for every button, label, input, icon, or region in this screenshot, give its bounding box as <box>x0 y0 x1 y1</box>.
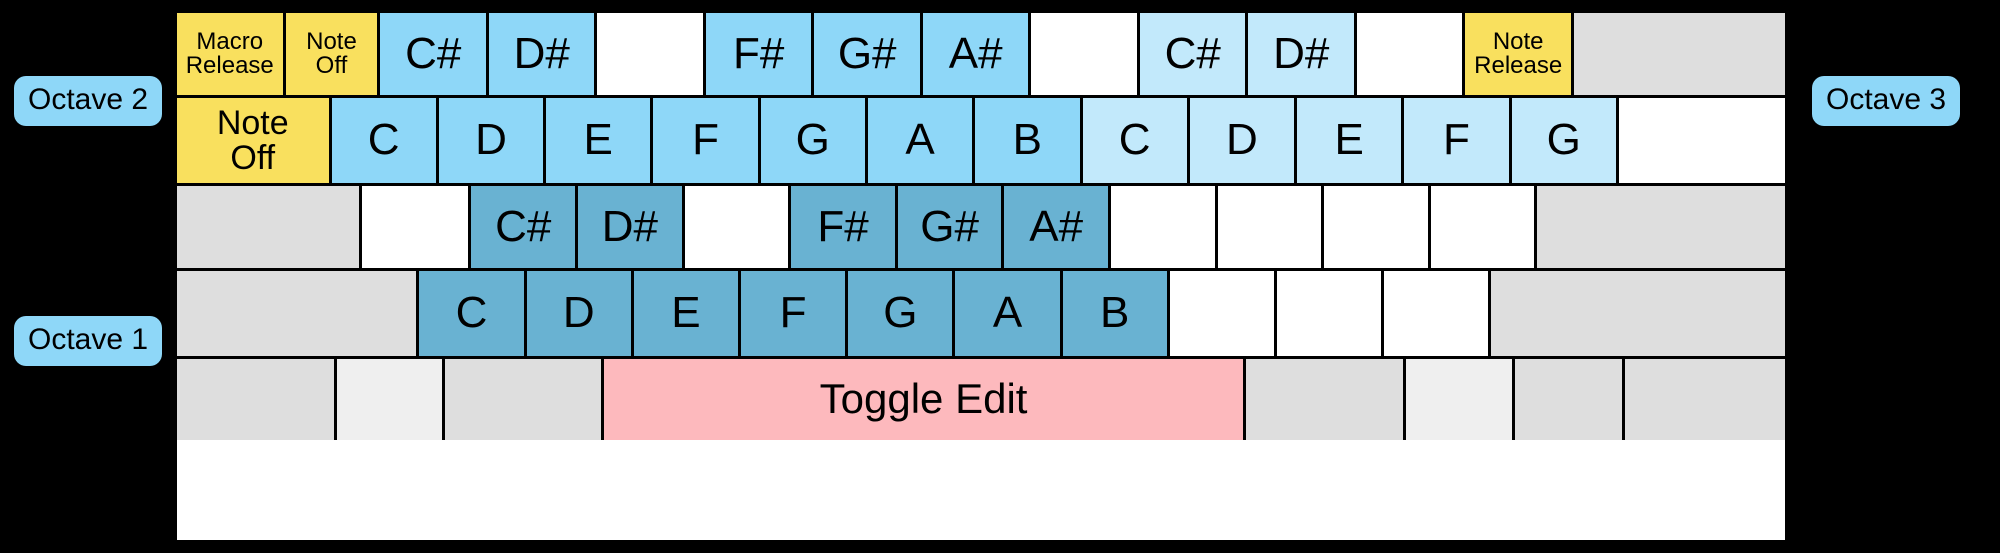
key-blank <box>337 359 446 440</box>
key-blank <box>1031 13 1140 98</box>
key-e[interactable]: E <box>633 271 742 359</box>
key-blank <box>177 271 420 359</box>
key-note-release-line-2: Release <box>1474 52 1563 79</box>
key-gsharp[interactable]: G# <box>814 13 923 98</box>
key-blank <box>1406 359 1516 440</box>
key-f[interactable]: F <box>653 98 761 186</box>
key-macro-release-line-1: Macro <box>196 27 264 55</box>
key-a[interactable]: A <box>955 271 1063 359</box>
key-d[interactable]: D <box>526 271 634 359</box>
key-blank <box>1430 186 1538 271</box>
key-b[interactable]: B <box>975 98 1083 186</box>
key-csharp[interactable]: C# <box>471 186 579 271</box>
key-b[interactable]: B <box>1062 271 1170 359</box>
key-blank <box>1276 271 1385 359</box>
key-fsharp[interactable]: F# <box>791 186 898 271</box>
key-blank <box>1618 98 1785 186</box>
key-csharp[interactable]: C# <box>1139 13 1249 98</box>
key-g[interactable]: G <box>1511 98 1619 186</box>
key-g[interactable]: G <box>848 271 956 359</box>
key-f[interactable]: F <box>1404 98 1512 186</box>
key-d[interactable]: D <box>438 98 547 186</box>
key-blank <box>362 186 472 271</box>
key-dsharp[interactable]: D# <box>1248 13 1357 98</box>
key-blank <box>1491 271 1785 359</box>
key-blank <box>1515 359 1625 440</box>
key-macro-release-line-2: Release <box>185 52 274 79</box>
key-blank <box>1110 186 1218 271</box>
key-toggle-edit[interactable]: Toggle Edit <box>604 359 1247 440</box>
key-blank <box>1573 13 1785 98</box>
key-note-off-line-2: Off <box>315 52 348 79</box>
key-note-off-line-1: Note <box>306 27 357 55</box>
key-blank <box>177 186 363 271</box>
row-3-asdf-row: C#D# F#G#A# <box>177 186 1785 271</box>
key-asharp[interactable]: A# <box>1004 186 1111 271</box>
key-c[interactable]: C <box>1082 98 1190 186</box>
key-e[interactable]: E <box>546 98 654 186</box>
key-dsharp[interactable]: D# <box>488 13 598 98</box>
row-5-space-row: Toggle Edit <box>177 359 1785 440</box>
key-blank <box>445 359 605 440</box>
key-blank <box>684 186 792 271</box>
key-f[interactable]: F <box>741 271 849 359</box>
key-gsharp[interactable]: G# <box>897 186 1005 271</box>
key-d[interactable]: D <box>1189 98 1298 186</box>
key-blank <box>177 359 338 440</box>
key-note-off-line-2: Off <box>230 138 276 177</box>
key-blank <box>1537 186 1785 271</box>
key-blank <box>1324 186 1431 271</box>
key-blank <box>1356 13 1466 98</box>
key-blank <box>1624 359 1785 440</box>
key-note-off-line-1: Note <box>216 103 289 142</box>
key-blank <box>597 13 706 98</box>
key-blank <box>1246 359 1407 440</box>
key-c[interactable]: C <box>419 271 527 359</box>
key-asharp[interactable]: A# <box>922 13 1032 98</box>
key-e[interactable]: E <box>1297 98 1405 186</box>
key-note-release-line-1: Note <box>1492 27 1544 55</box>
octave-3-label: Octave 3 <box>1812 76 1961 126</box>
key-dsharp[interactable]: D# <box>578 186 685 271</box>
key-g[interactable]: G <box>760 98 868 186</box>
key-fsharp[interactable]: F# <box>705 13 815 98</box>
key-blank <box>1169 271 1277 359</box>
key-blank <box>1384 271 1492 359</box>
key-csharp[interactable]: C# <box>380 13 489 98</box>
key-c[interactable]: C <box>331 98 439 186</box>
key-a[interactable]: A <box>867 98 976 186</box>
octave-1-label: Octave 1 <box>14 316 163 366</box>
key-blank <box>1217 186 1325 271</box>
octave-2-label: Octave 2 <box>14 76 163 126</box>
